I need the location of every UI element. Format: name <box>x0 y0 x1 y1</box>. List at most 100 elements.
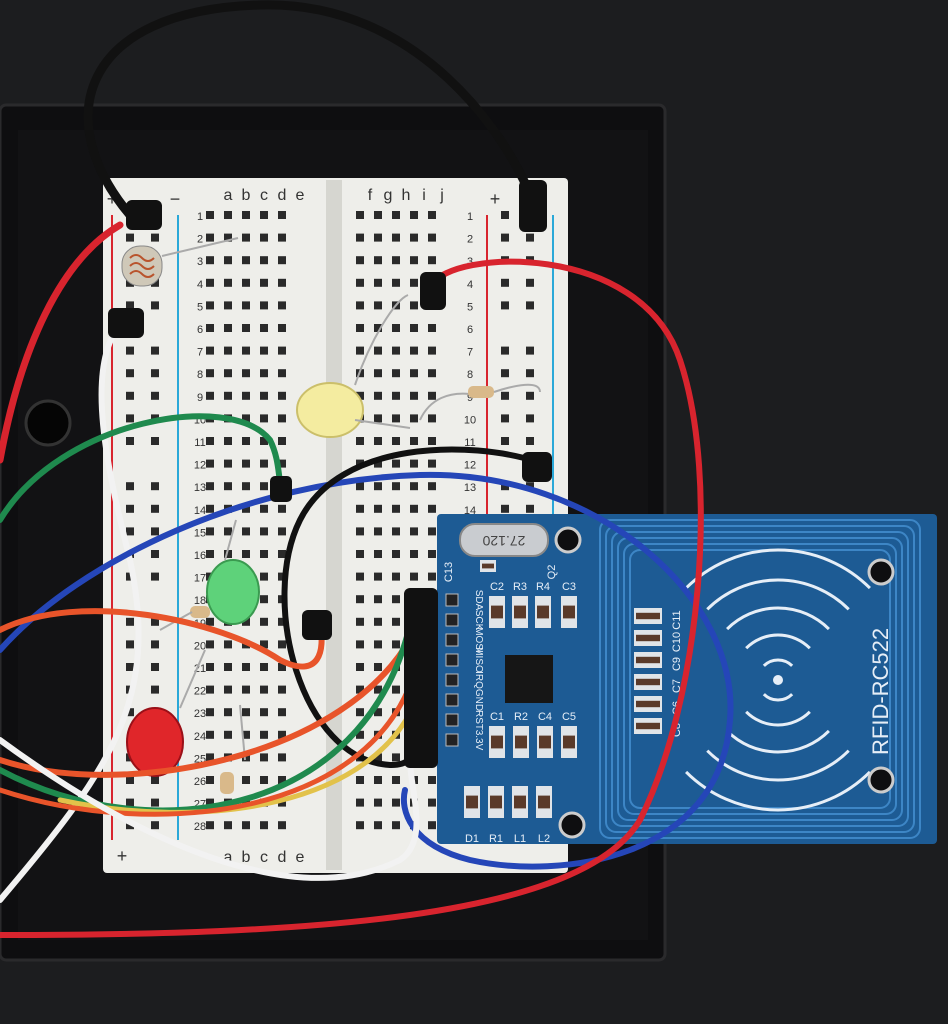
breadboard-hole <box>356 482 364 491</box>
breadboard-hole <box>356 617 364 626</box>
breadboard-hole <box>260 595 268 604</box>
row-label: 17 <box>194 573 206 585</box>
breadboard-hole <box>356 324 364 332</box>
antenna-trace <box>617 537 903 821</box>
breadboard-hole <box>356 437 364 445</box>
breadboard-hole <box>278 211 286 219</box>
breadboard-hole <box>374 278 382 287</box>
component-label: R2 <box>514 711 528 723</box>
rail-hole <box>501 437 509 445</box>
breadboard-hole <box>224 278 232 287</box>
component-label: C4 <box>538 711 552 723</box>
breadboard-hole <box>224 550 232 558</box>
breadboard-hole <box>428 572 436 581</box>
row-label: 8 <box>467 369 473 381</box>
breadboard-hole <box>410 527 418 536</box>
breadboard-hole <box>242 504 250 513</box>
rail-hole <box>126 346 134 355</box>
breadboard-hole <box>206 776 214 784</box>
pin-label: MISO <box>473 647 484 673</box>
column-label: e <box>296 849 305 866</box>
breadboard-hole <box>242 437 250 445</box>
header-pin <box>445 713 459 727</box>
column-label: h <box>402 187 411 204</box>
rail-hole <box>151 527 159 536</box>
rail-hole <box>151 369 159 378</box>
breadboard-hole <box>242 256 250 265</box>
component-label: D1 <box>465 833 479 845</box>
rail-hole <box>501 369 509 378</box>
breadboard-hole <box>242 391 250 400</box>
row-label: 14 <box>194 505 206 517</box>
rail-hole <box>526 346 534 355</box>
breadboard-hole <box>242 369 250 378</box>
rail-hole <box>526 369 534 378</box>
rail-hole <box>126 776 134 784</box>
mount-hole <box>558 811 586 839</box>
breadboard-hole <box>374 640 382 649</box>
breadboard-hole <box>224 233 232 242</box>
breadboard-hole <box>428 821 436 830</box>
antenna-arc <box>745 710 811 727</box>
breadboard-hole <box>224 256 232 265</box>
rail-hole <box>126 708 134 717</box>
row-label: 13 <box>464 482 476 494</box>
wire-yellow <box>57 687 423 815</box>
rail-hole <box>151 550 159 558</box>
rail-hole <box>501 504 509 513</box>
breadboard-hole <box>278 685 286 694</box>
mount-hole <box>867 766 895 794</box>
rail-hole <box>126 437 134 445</box>
breadboard-hole <box>428 369 436 378</box>
breadboard-hole <box>224 663 232 671</box>
breadboard-hole <box>260 685 268 694</box>
breadboard-hole <box>206 233 214 242</box>
pin-label: RST <box>473 710 484 730</box>
row-label: 20 <box>194 640 206 652</box>
breadboard-hole <box>242 346 250 355</box>
row-label: 3 <box>467 256 473 268</box>
rail-hole <box>126 233 134 242</box>
rail-hole <box>126 504 134 513</box>
smd-part-body <box>636 700 660 708</box>
column-label: g <box>384 187 393 204</box>
breadboard-hole <box>206 301 214 310</box>
rail-hole <box>151 640 159 649</box>
row-label: 21 <box>194 663 206 675</box>
row-label: 7 <box>197 347 203 359</box>
breadboard-hole <box>374 753 382 762</box>
breadboard-hole <box>260 776 268 784</box>
wire-orange-a <box>0 608 325 670</box>
breadboard-hole <box>356 256 364 265</box>
smd-part-body <box>491 605 503 619</box>
breadboard-hole <box>392 211 400 219</box>
pin-label: MOSI <box>473 627 484 653</box>
antenna-arc <box>762 693 794 702</box>
breadboard-hole <box>356 550 364 558</box>
breadboard-hole <box>356 685 364 694</box>
column-label: e <box>296 187 305 204</box>
breadboard-hole <box>260 730 268 739</box>
breadboard-hole <box>224 369 232 378</box>
breadboard-hole <box>224 437 232 445</box>
breadboard-hole <box>278 730 286 739</box>
rail-hole <box>526 437 534 445</box>
breadboard-hole <box>410 572 418 581</box>
breadboard-hole <box>410 369 418 378</box>
rail-hole <box>126 414 134 423</box>
breadboard-hole <box>206 798 214 807</box>
rfid-title: RFID-RC522 <box>868 628 893 755</box>
rail-plus-label-bottom: + <box>117 846 128 866</box>
antenna-trace <box>605 525 915 833</box>
smd-part-body <box>491 735 503 749</box>
led-yellow <box>296 294 411 438</box>
row-label: 13 <box>194 482 206 494</box>
breadboard-hole <box>374 663 382 671</box>
breadboard-hole <box>224 821 232 830</box>
breadboard-hole <box>356 504 364 513</box>
breadboard-hole <box>356 821 364 830</box>
row-label: 4 <box>467 279 473 291</box>
breadboard-hole <box>392 391 400 400</box>
column-label: i <box>422 187 426 204</box>
breadboard-hole <box>206 278 214 287</box>
